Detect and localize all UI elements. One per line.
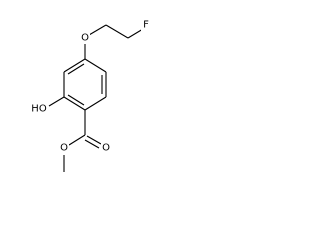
atom-hydroxyl: HO	[31, 104, 47, 115]
molecule-structure-diagram: O F HO O O	[30, 20, 150, 172]
bond-ring-double-c6-c1	[67, 63, 85, 75]
bond-ring-c6-c1	[63, 58, 86, 73]
bond-carbonyl-double-2	[84, 139, 100, 149]
bond-carbonyl-double-1	[86, 135, 102, 145]
bond-ring-c3-c4	[84, 96, 107, 111]
bond-ring-c1-c2	[84, 58, 107, 73]
bond-c-o-ester	[68, 134, 86, 146]
atom-fluorine: F	[143, 20, 149, 31]
atom-oxygen-ester: O	[60, 143, 68, 154]
bond-ring-double-c4-c5	[67, 94, 85, 106]
bond-ring-c4-c5	[63, 96, 86, 111]
bonds	[48, 24, 144, 172]
bond-ch2-ch2	[105, 24, 129, 39]
atom-oxygen-ether: O	[81, 33, 89, 44]
atom-labels: O F HO O O	[30, 20, 150, 154]
atom-oxygen-carbonyl: O	[102, 143, 110, 154]
bond-o-ether-ch2	[88, 24, 107, 36]
bond-c5-oh	[48, 96, 65, 107]
bond-ch2-f	[127, 28, 144, 39]
